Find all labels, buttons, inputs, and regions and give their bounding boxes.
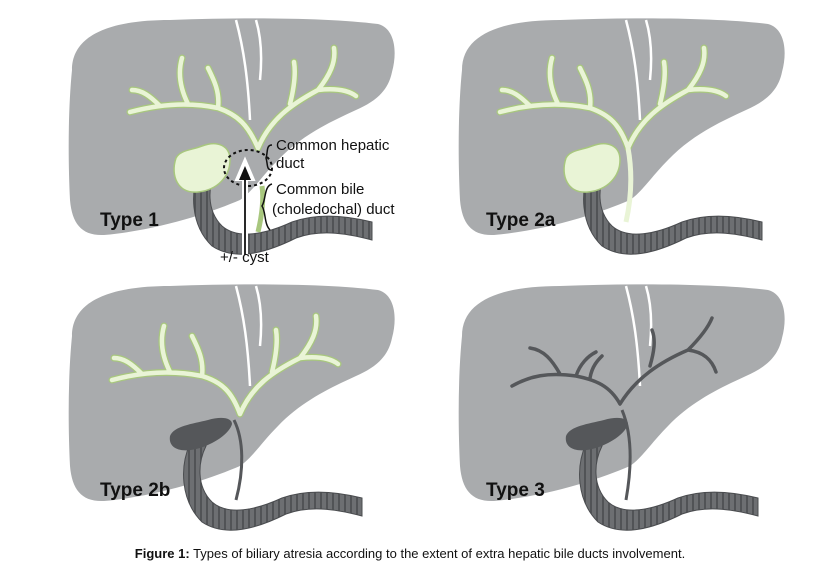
cyst-arrow-head: [239, 166, 251, 180]
duodenum: [183, 443, 363, 531]
type-label: Type 1: [100, 210, 159, 231]
duodenum: [583, 167, 763, 255]
type-label: Type 2b: [100, 480, 170, 501]
type-label: Type 2a: [486, 210, 556, 231]
bile-ducts: [126, 44, 360, 152]
ligament: [624, 285, 653, 387]
duodenum: [579, 443, 759, 531]
ligament: [624, 19, 653, 121]
label-common-bile: Common bile: [276, 181, 364, 198]
common-bile-duct: [255, 185, 266, 233]
atretic-common-bile-duct: [232, 419, 244, 501]
panel-type-2a: Type 2a: [458, 18, 785, 255]
bile-brace: [261, 183, 273, 231]
hepatic-brace: [265, 144, 273, 171]
liver: [68, 18, 395, 236]
gallbladder: [563, 142, 621, 193]
common-bile-duct: [623, 147, 634, 223]
bile-ducts: [496, 44, 730, 152]
gallbladder: [169, 417, 232, 451]
duodenum: [193, 167, 373, 255]
ligament: [234, 19, 263, 121]
caption-label: Figure 1:: [134, 546, 190, 561]
bile-ducts: [108, 312, 342, 418]
type-label: Type 3: [486, 480, 545, 501]
atretic-common-bile-duct: [620, 409, 632, 501]
label-cyst: +/- cyst: [220, 249, 270, 266]
gallbladder: [565, 417, 628, 451]
figure-caption: Figure 1: Types of biliary atresia accor…: [0, 546, 820, 561]
panel-type-2b: Type 2b: [68, 284, 395, 531]
label-hepatic-duct: duct: [276, 155, 305, 172]
caption-text: Types of biliary atresia according to th…: [189, 546, 686, 561]
biliary-atresia-figure: Common hepatic duct Common bile (choledo…: [68, 18, 785, 531]
ligament: [234, 285, 263, 387]
panel-type-1: Common hepatic duct Common bile (choledo…: [68, 18, 395, 266]
atretic-bile-ducts: [510, 316, 718, 406]
liver: [458, 284, 785, 502]
label-common-hepatic: Common hepatic: [276, 137, 390, 154]
panel-type-3: Type 3: [458, 284, 785, 531]
gallbladder: [173, 142, 231, 193]
label-choledochal-duct: (choledochal) duct: [272, 201, 395, 218]
